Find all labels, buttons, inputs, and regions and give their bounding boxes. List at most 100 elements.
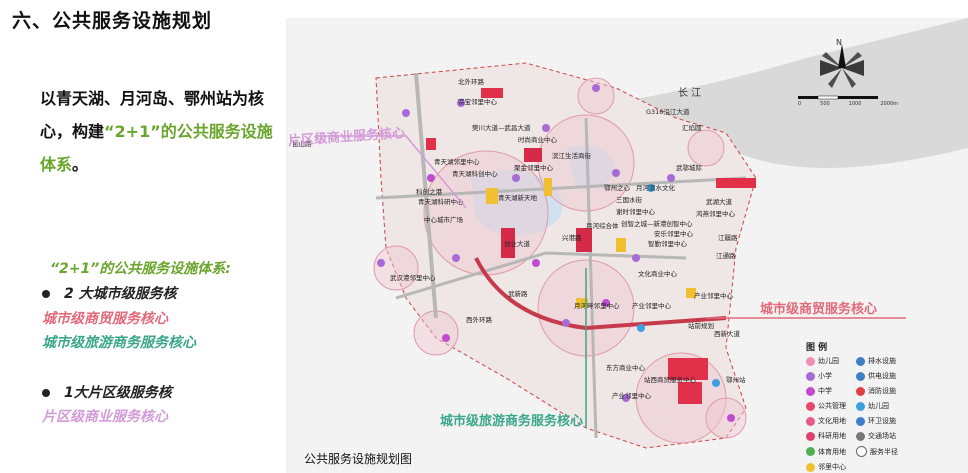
legend-swatch-icon	[856, 401, 865, 411]
place-label: 鄂州之心	[604, 183, 631, 192]
legend-item: 服务半径	[856, 446, 910, 457]
page-title: 六、公共服务设施规划	[12, 10, 213, 32]
legend-swatch-icon	[856, 371, 865, 381]
planning-boundary	[375, 62, 757, 449]
place-label: 三国水街	[616, 195, 643, 204]
legend-label: 服务半径	[870, 447, 898, 456]
bullet-dot	[42, 290, 50, 298]
map-legend: 图 例 幼儿园排水设施小学供电设施中学消防设施公共管理幼儿园文化用地环卫设施科研…	[806, 340, 910, 472]
place-label: 汇焰圆	[682, 123, 702, 132]
city-commerce-core-text: 城市级商贸服务核心	[42, 311, 168, 327]
legend-label: 小学	[818, 372, 832, 380]
bullet-district-core: 1大片区级服务核	[42, 382, 172, 402]
legend-item: 邻里中心	[806, 462, 856, 472]
legend-item: 排水设施	[856, 356, 910, 366]
legend-item: 环卫设施	[856, 416, 910, 426]
legend-swatch-icon	[806, 462, 815, 472]
place-label: 产业邻里中心	[612, 391, 652, 400]
compass-icon	[820, 44, 864, 88]
place-label: 产业邻里中心	[694, 291, 734, 300]
place-label: 文化商业中心	[638, 269, 678, 278]
place-label: 月河滨水文化	[636, 183, 676, 192]
neighborhood-block	[616, 238, 626, 252]
commercial-corridor	[474, 257, 727, 331]
legend-swatch-icon	[856, 416, 865, 426]
legend-item: 消防设施	[856, 386, 910, 396]
radius-circle	[705, 397, 747, 439]
radius-circle	[687, 129, 725, 167]
place-label: 月河畔邻里中心	[574, 301, 620, 310]
place-label: 江通路	[716, 251, 736, 260]
legend-swatch-icon	[806, 431, 815, 441]
commercial-block	[716, 178, 756, 188]
place-label: 产业邻里中心	[632, 301, 672, 310]
facility-markers	[377, 84, 735, 422]
legend-label: 供电设施	[868, 372, 896, 380]
neighborhood-block	[576, 298, 588, 308]
place-label: 东方商业中心	[606, 363, 646, 372]
scale-label: 0	[798, 101, 802, 107]
legend-swatch-icon	[856, 446, 867, 457]
neighborhood-block	[544, 178, 552, 196]
legend-label: 体育用地	[818, 447, 846, 456]
place-label: 创智之城—新港创智中心	[621, 219, 693, 228]
place-label: 兴港路	[562, 233, 582, 242]
district-commerce-core-text: 片区级商业服务核心	[42, 409, 168, 425]
place-label: 青天湖科研中心	[418, 197, 464, 206]
legend-item: 幼儿园	[806, 356, 856, 366]
place-label: 武湖大道	[706, 197, 733, 206]
legend-swatch-icon	[806, 416, 815, 426]
yuehe-island-water	[566, 145, 616, 189]
radius-circle	[373, 245, 419, 291]
radius-circle	[577, 77, 615, 115]
place-label: 时尚商业中心	[518, 135, 558, 144]
place-label: 科创之港	[416, 187, 443, 196]
place-label: 武汉港邻里中心	[390, 273, 436, 282]
place-label: 鄂州站	[726, 375, 746, 384]
place-label: 武新路	[508, 289, 528, 298]
bullet-city-cores-text: 2 大城市级服务核	[64, 286, 177, 302]
place-label: 樊川大道—武昌大道	[472, 123, 531, 132]
place-label: 武鄂城际	[676, 163, 703, 172]
place-label: 月河综合体	[586, 221, 619, 230]
scale-labels: 0 500 1000 2000m	[798, 101, 898, 107]
commercial-block	[524, 148, 542, 162]
north-label: N	[836, 38, 842, 47]
legend-label: 排水设施	[868, 357, 896, 365]
legend-item: 文化用地	[806, 416, 856, 426]
legend-swatch-icon	[856, 386, 865, 396]
place-label: 鸿燕邻里中心	[696, 209, 736, 218]
system-heading: “2+1”的公共服务设施体系:	[50, 261, 231, 277]
place-label: 青天湖邻里中心	[434, 157, 480, 166]
place-label: 智勤邻里中心	[648, 239, 688, 248]
tourism-core-callout: 城市级旅游商务服务核心	[440, 414, 584, 429]
road	[375, 176, 747, 200]
legend-swatch-icon	[806, 371, 815, 381]
bullet-dot	[42, 389, 50, 397]
place-label: 谢时邻里中心	[616, 207, 656, 216]
intro-prefix: 以青天湖、月河岛、鄂州站为核心，构建	[40, 89, 265, 141]
legend-label: 中学	[818, 387, 832, 395]
place-label: 北外环路	[458, 77, 485, 86]
legend-swatch-icon	[806, 401, 815, 411]
legend-swatch-icon	[806, 356, 815, 366]
legend-swatch-icon	[856, 431, 865, 441]
map-caption: 公共服务设施规划图	[304, 452, 413, 466]
place-label: 昆山路	[292, 139, 312, 148]
commercial-block	[576, 228, 592, 252]
road	[584, 117, 598, 439]
place-label: 江疆路	[718, 233, 738, 242]
place-label: 宗宝邻里中心	[458, 97, 498, 106]
commercial-block	[668, 358, 708, 380]
legend-item: 交通场站	[856, 431, 910, 441]
legend-label: 科研用地	[818, 432, 846, 440]
intro-highlight: “2+1”的公共服务设施体系	[40, 122, 273, 174]
place-label: 青天湖科创中心	[452, 169, 498, 178]
legend-swatch-icon	[806, 386, 815, 396]
neighborhood-block	[686, 288, 696, 298]
place-label: G316沿江大道	[646, 107, 690, 116]
scale-label: 2000m	[880, 101, 898, 107]
legend-title: 图 例	[806, 343, 828, 353]
legend-swatch-icon	[806, 447, 815, 456]
river-label: 长 江	[678, 87, 701, 99]
